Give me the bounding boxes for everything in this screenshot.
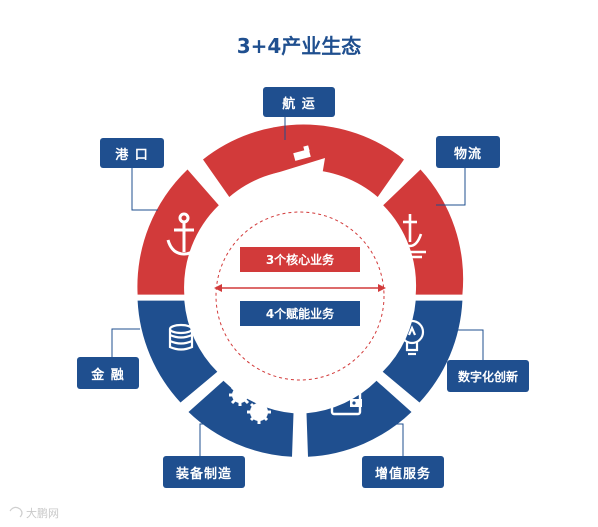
- core-business-label-bg: [240, 247, 360, 272]
- segment-finance: [137, 300, 218, 403]
- connector-logistics: [436, 168, 466, 206]
- enabling-business-label-bg: [240, 301, 360, 326]
- lightbulb-icon: [399, 319, 425, 356]
- gears-icon: [229, 384, 271, 424]
- watermark-text: 大鹏网: [26, 507, 59, 520]
- enabling-business-label: 4个赋能业务: [265, 307, 335, 321]
- wallet-icon: [330, 382, 362, 416]
- label-finance: 金 融: [77, 357, 139, 389]
- arrow-left-icon: [214, 284, 222, 292]
- connector-digital: [456, 329, 484, 360]
- segment-port: [137, 169, 219, 295]
- center-dashed-ring: [215, 211, 385, 381]
- label-equipment-manufacturing: 装备制造: [163, 456, 245, 488]
- connector-finance: [111, 328, 140, 357]
- label-port: 港 口: [100, 138, 164, 168]
- watermark-logo-icon: [9, 506, 23, 518]
- connector-equipment: [199, 423, 218, 462]
- connector-value-added: [382, 423, 404, 456]
- connector-port: [131, 168, 158, 211]
- core-business-label: 3个核心业务: [265, 253, 335, 267]
- anchor-icon: [166, 212, 202, 256]
- segment-equipment-manufacturing: [188, 380, 294, 457]
- page-title: 3+4产业生态: [236, 34, 362, 58]
- label-logistics: 物流: [436, 136, 500, 168]
- segment-shipping: [203, 124, 404, 197]
- ship-icon: [267, 145, 329, 193]
- dock-anchor-icon: [396, 214, 426, 259]
- label-value-added-services: 增值服务: [362, 456, 444, 488]
- segment-digital-innovation: [382, 300, 463, 403]
- label-digital-innovation: 数字化创新: [447, 360, 529, 392]
- segment-value-added-services: [306, 380, 412, 457]
- segment-logistics: [383, 169, 464, 295]
- arrow-right-icon: [378, 284, 386, 292]
- coins-stack-icon: [168, 323, 194, 351]
- label-shipping: 航 运: [263, 87, 335, 117]
